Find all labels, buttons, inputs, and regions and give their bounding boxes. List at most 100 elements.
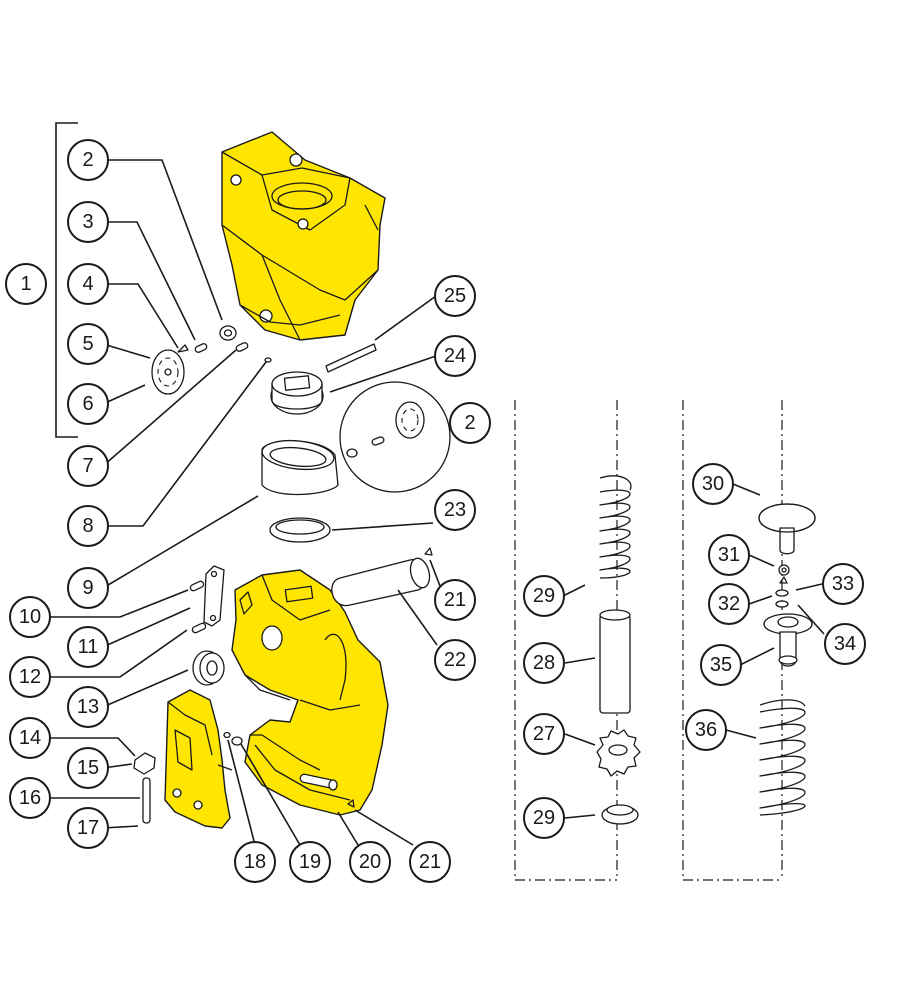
callout-10: 10 <box>9 596 51 638</box>
callout-label: 33 <box>832 573 854 595</box>
callout-label: 28 <box>533 652 555 674</box>
callout-label: 18 <box>244 851 266 873</box>
bushing-part-2 <box>219 325 237 341</box>
cap-part-24 <box>270 371 324 415</box>
callout-label: 32 <box>718 593 740 615</box>
callout-label: 1 <box>20 273 31 295</box>
callout-34: 34 <box>824 623 866 665</box>
callout-32: 32 <box>708 583 750 625</box>
callout-23: 23 <box>434 489 476 531</box>
callout-label: 5 <box>82 333 93 355</box>
callout-1: 1 <box>5 263 47 305</box>
callout-label: 11 <box>78 636 99 658</box>
spring-part-29 <box>599 475 632 579</box>
callout-8: 8 <box>67 505 109 547</box>
callout-15: 15 <box>67 747 109 789</box>
callout-7: 7 <box>67 445 109 487</box>
callout-2: 2 <box>67 139 109 181</box>
callout-29: 29 <box>523 575 565 617</box>
ball-part-31 <box>778 564 790 576</box>
callout-label: 14 <box>19 727 41 749</box>
ring-part-23 <box>269 517 331 543</box>
pins-part-18-19 <box>223 731 243 746</box>
small-part-32 <box>779 576 788 584</box>
callout-17: 17 <box>67 807 109 849</box>
callout-4: 4 <box>67 263 109 305</box>
callout-label: 19 <box>299 851 321 873</box>
callout-22: 22 <box>434 639 476 681</box>
side-plate-part <box>164 689 233 829</box>
callout-label: 21 <box>444 589 466 611</box>
leader-lines <box>47 159 825 846</box>
callout-label: 16 <box>19 787 41 809</box>
valve-part-35 <box>763 613 813 667</box>
callout-18: 18 <box>234 841 276 883</box>
small-pin-part-4 <box>177 344 189 353</box>
callout-label: 22 <box>444 649 466 671</box>
spring-part-36 <box>759 699 806 816</box>
callout-6: 6 <box>67 383 109 425</box>
callout-label: 25 <box>444 285 466 307</box>
callout-11: 11 <box>67 626 109 668</box>
pin-part-7 <box>235 342 249 352</box>
callout-label: 31 <box>718 544 740 566</box>
callout-label: 8 <box>82 515 93 537</box>
washer-disc-part-5 <box>151 349 185 395</box>
sleeve-part-9 <box>261 439 339 496</box>
callout-label: 4 <box>82 273 93 295</box>
upper-housing-part <box>221 131 386 341</box>
callout-label: 7 <box>82 455 93 477</box>
callout-5: 5 <box>67 323 109 365</box>
roller-part-22 <box>331 557 431 607</box>
callout-24: 24 <box>434 335 476 377</box>
pin-part-3 <box>194 343 208 353</box>
callout-13: 13 <box>67 686 109 728</box>
gear-part-27 <box>596 729 641 777</box>
callout-label: 35 <box>710 654 732 676</box>
callout-label: 2 <box>82 149 93 171</box>
callout-21: 21 <box>409 841 451 883</box>
lower-jaw-body-part <box>231 569 389 816</box>
callout-16: 16 <box>9 777 51 819</box>
callout-20: 20 <box>349 841 391 883</box>
callout-21b: 21 <box>434 579 476 621</box>
callout-27: 27 <box>523 713 565 755</box>
callout-label: 27 <box>533 723 555 745</box>
callout-label: 36 <box>695 719 717 741</box>
nut-part-14-15 <box>133 752 156 775</box>
cover-disc-part-2b <box>339 381 451 493</box>
callout-label: 17 <box>77 817 99 839</box>
callout-label: 20 <box>359 851 381 873</box>
callout-label: 2 <box>464 412 475 434</box>
bushing-part-29b <box>601 804 639 825</box>
callout-36: 36 <box>685 709 727 751</box>
callout-30: 30 <box>692 463 734 505</box>
link-part-11 <box>203 565 225 627</box>
callout-label: 24 <box>444 345 466 367</box>
callout-label: 29 <box>533 807 555 829</box>
callout-label: 23 <box>444 499 466 521</box>
callout-label: 6 <box>82 393 93 415</box>
callout-9: 9 <box>67 567 109 609</box>
group-bracket <box>55 122 78 438</box>
callout-3: 3 <box>67 201 109 243</box>
callout-12: 12 <box>9 656 51 698</box>
callout-label: 12 <box>19 666 41 688</box>
callout-label: 3 <box>82 211 93 233</box>
rod-part-25 <box>325 343 377 373</box>
callout-14: 14 <box>9 717 51 759</box>
small-pin-part-8 <box>264 357 272 363</box>
callout-label: 15 <box>77 757 99 779</box>
callout-label: 9 <box>82 577 93 599</box>
roller-part-13 <box>192 650 225 686</box>
callout-35: 35 <box>700 644 742 686</box>
callout-19: 19 <box>289 841 331 883</box>
screws-part-10-12 <box>189 580 207 634</box>
callout-label: 10 <box>19 606 41 628</box>
small-ball-part-21b <box>347 799 355 808</box>
callout-label: 21 <box>419 851 441 873</box>
callout-33: 33 <box>822 563 864 605</box>
tube-part-28 <box>599 609 631 714</box>
callout-31: 31 <box>708 534 750 576</box>
